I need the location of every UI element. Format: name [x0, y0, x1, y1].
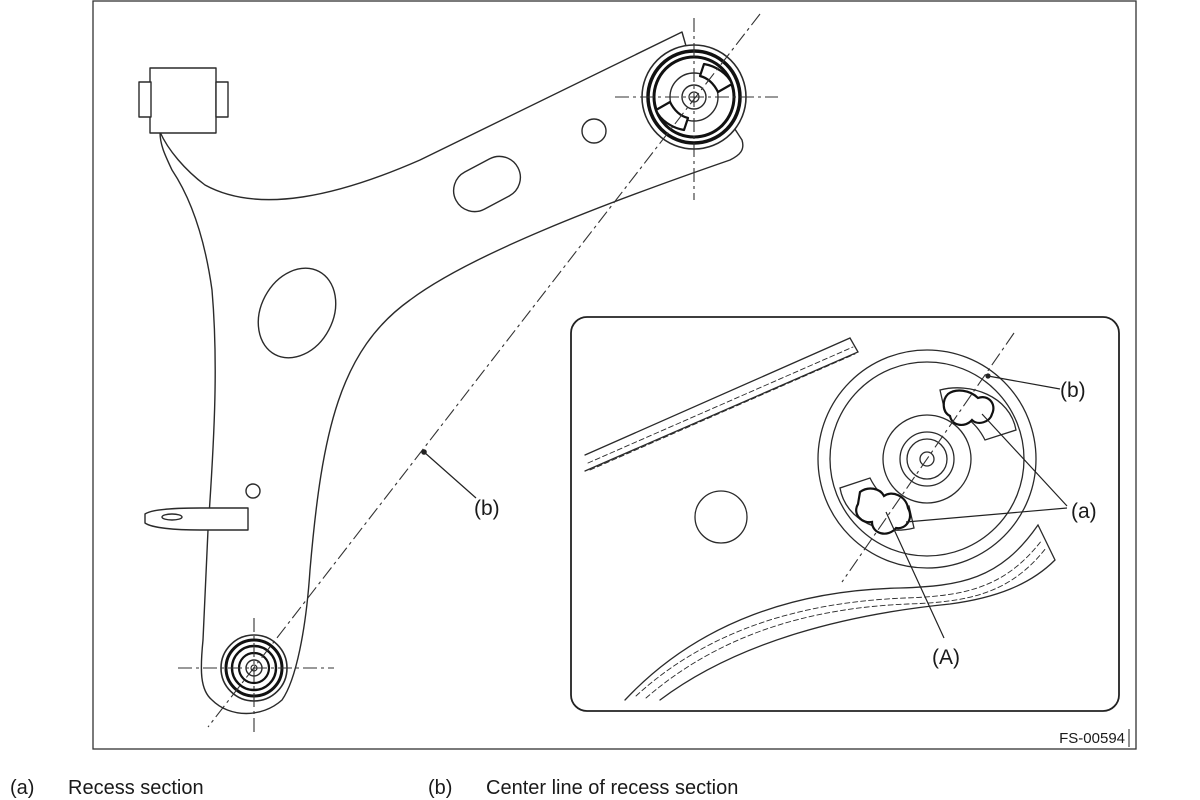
inset-recess-bottom — [855, 487, 912, 535]
callout-A-leader — [885, 511, 945, 639]
slot-hole — [452, 155, 522, 213]
legend-key-b: (b) — [428, 777, 453, 799]
callout-b-inset-leader — [987, 375, 1061, 390]
figure-id: FS-00594 — [1059, 730, 1125, 747]
callout-A-inset: (A) — [932, 646, 960, 669]
legend-item-b: (b) Center line of recess section — [428, 776, 738, 800]
callout-b-main: (b) — [474, 497, 500, 520]
rear-bushing-right-tab — [215, 81, 229, 118]
legend-text-b: Center line of recess section — [486, 777, 739, 799]
legend-item-a: (a) Recess section — [10, 776, 204, 800]
rear-bushing-left-tab — [138, 81, 152, 118]
callout-a-leader-bottom — [905, 507, 1068, 523]
callout-a-leader-top — [981, 413, 1068, 507]
legend-text-a: Recess section — [68, 777, 204, 799]
lower-arm-outline — [159, 31, 744, 715]
bracket-tab-hole — [161, 513, 183, 521]
inset-arm-upper-edge — [584, 337, 859, 472]
legend-key-a: (a) — [10, 777, 35, 799]
small-hole-bottom — [245, 483, 261, 499]
callout-b-main-leader — [423, 451, 477, 499]
recess-centerline-inset — [841, 332, 1015, 583]
rear-bushing-block — [149, 67, 217, 134]
recess-centerline-main — [207, 13, 761, 728]
figure-frame — [92, 0, 1137, 750]
large-oval-hole — [257, 267, 337, 359]
callout-b-inset: (b) — [1060, 379, 1086, 402]
callout-a-inset: (a) — [1071, 500, 1097, 523]
bracket-tab — [144, 507, 249, 531]
small-hole-top — [581, 118, 607, 144]
inset-hole — [694, 490, 748, 544]
inset-arm-lower-edge — [624, 523, 1056, 701]
